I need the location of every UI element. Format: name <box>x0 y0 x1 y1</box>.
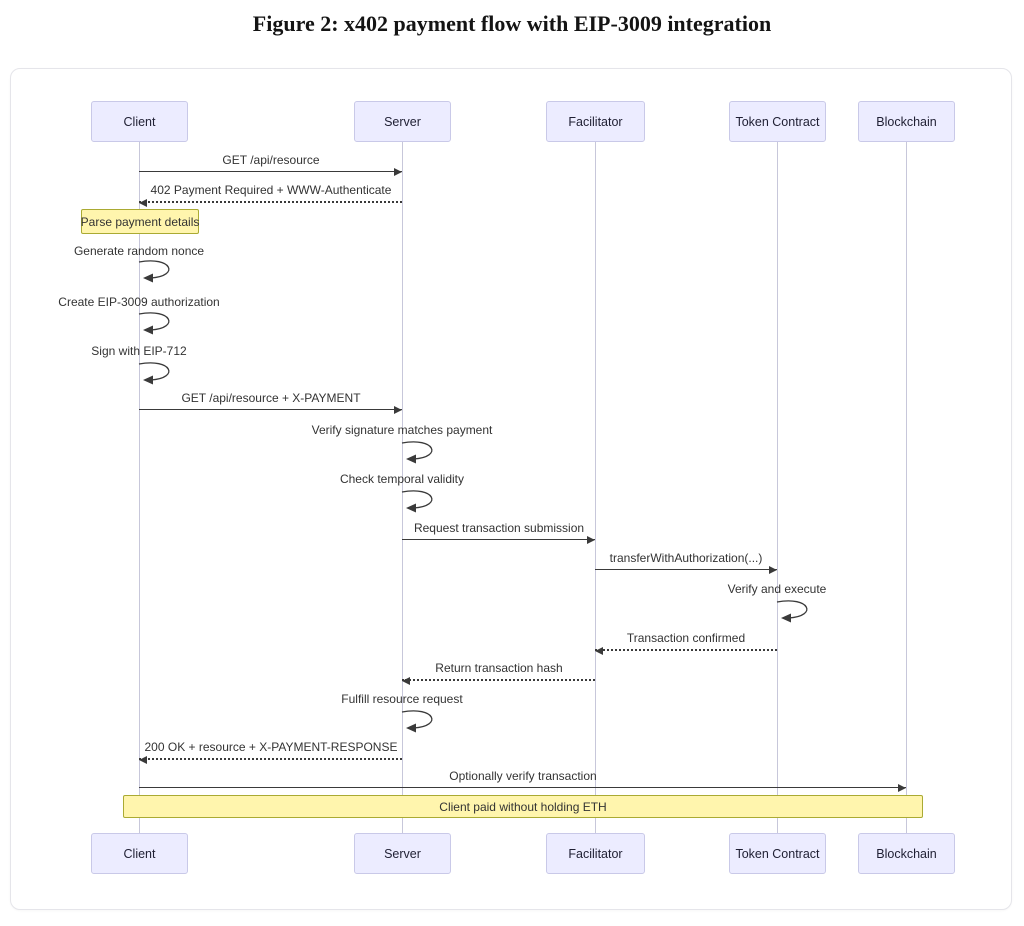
message-arrow <box>402 677 595 685</box>
arrowhead-right-icon <box>587 536 595 544</box>
figure-title: Figure 2: x402 payment flow with EIP-300… <box>252 11 772 36</box>
self-loop-arrow-icon <box>138 260 170 283</box>
self-loop-arrow-icon <box>401 710 433 733</box>
message-arrow <box>139 784 906 792</box>
message-label: Request transaction submission <box>413 521 585 535</box>
arrowhead-left-icon <box>139 756 147 764</box>
actor-client-top: Client <box>91 101 188 142</box>
message-label: Optionally verify transaction <box>449 769 597 783</box>
arrowhead-right-icon <box>394 168 402 176</box>
message-arrow <box>595 647 777 655</box>
message-label: 200 OK + resource + X-PAYMENT-RESPONSE <box>144 740 398 754</box>
message-arrow <box>139 168 402 176</box>
message-label: GET /api/resource + X-PAYMENT <box>181 391 361 405</box>
message-arrow <box>402 536 595 544</box>
note-parse-payment: Parse payment details <box>81 209 199 234</box>
self-message-label: Generate random nonce <box>73 244 205 258</box>
self-message-label: Verify and execute <box>727 582 827 596</box>
message-label: Return transaction hash <box>435 661 563 675</box>
arrowhead-right-icon <box>394 406 402 414</box>
self-message-label: Verify signature matches payment <box>311 423 493 437</box>
self-message-label: Sign with EIP-712 <box>91 344 187 358</box>
self-loop-arrow-icon <box>776 600 808 623</box>
lifeline-client <box>139 142 140 833</box>
message-arrow <box>595 566 777 574</box>
actor-blockchain-top: Blockchain <box>858 101 955 142</box>
self-loop-arrow-icon <box>138 312 170 335</box>
note-client-paid: Client paid without holding ETH <box>123 795 923 818</box>
actor-blockchain-bottom: Blockchain <box>858 833 955 874</box>
arrowhead-left-icon <box>595 647 603 655</box>
self-message-label: Check temporal validity <box>339 472 465 486</box>
message-label: Transaction confirmed <box>626 631 746 645</box>
lifeline-server <box>402 142 403 833</box>
actor-server-top: Server <box>354 101 451 142</box>
actor-token-contract-bottom: Token Contract <box>729 833 826 874</box>
message-label: GET /api/resource <box>222 153 320 167</box>
actor-facilitator-top: Facilitator <box>546 101 645 142</box>
actor-server-bottom: Server <box>354 833 451 874</box>
self-loop-arrow-icon <box>138 362 170 385</box>
lifeline-token-contract <box>777 142 778 833</box>
lifeline-blockchain <box>906 142 907 833</box>
arrowhead-right-icon <box>898 784 906 792</box>
actor-facilitator-bottom: Facilitator <box>546 833 645 874</box>
self-loop-arrow-icon <box>401 490 433 513</box>
arrowhead-right-icon <box>769 566 777 574</box>
self-message-label: Fulfill resource request <box>341 692 463 706</box>
arrowhead-left-icon <box>402 677 410 685</box>
actor-client-bottom: Client <box>91 833 188 874</box>
message-arrow <box>139 199 402 207</box>
self-message-label: Create EIP-3009 authorization <box>58 295 220 309</box>
lifeline-facilitator <box>595 142 596 833</box>
self-loop-arrow-icon <box>401 441 433 464</box>
message-arrow <box>139 756 402 764</box>
arrowhead-left-icon <box>139 199 147 207</box>
sequence-diagram-card: Client Server Facilitator Token Contract… <box>10 68 1012 910</box>
message-arrow <box>139 406 402 414</box>
message-label: 402 Payment Required + WWW-Authenticate <box>150 183 392 197</box>
message-label: transferWithAuthorization(...) <box>609 551 763 565</box>
actor-token-contract-top: Token Contract <box>729 101 826 142</box>
